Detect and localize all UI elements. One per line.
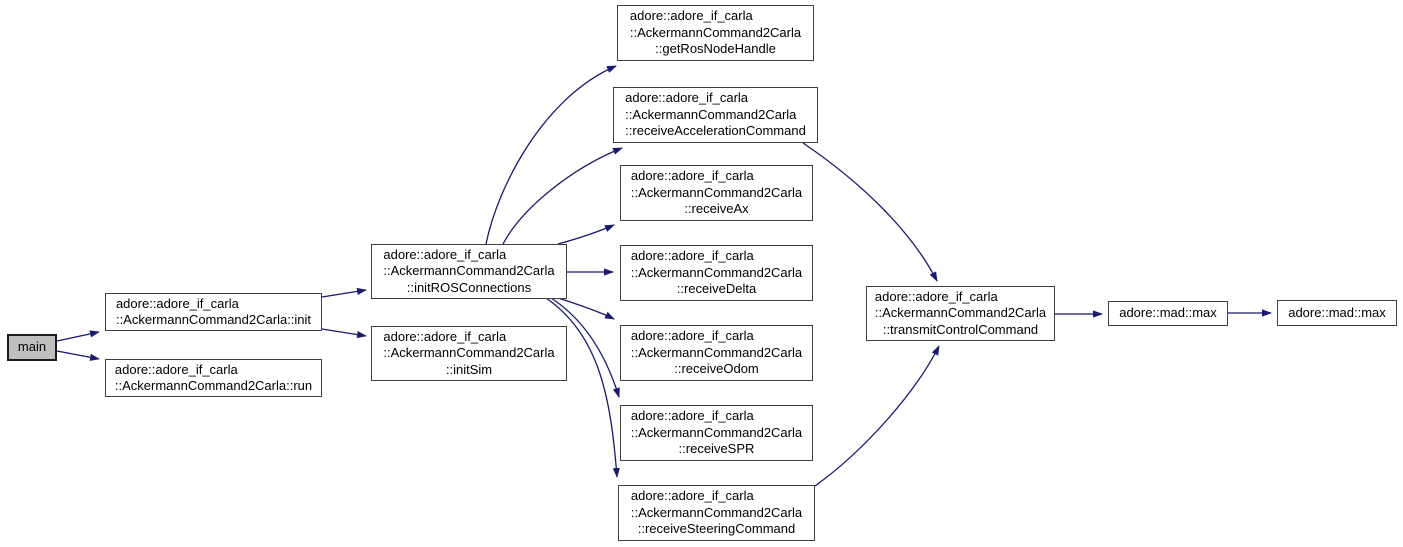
node-receiveSPR[interactable]: adore::adore_if_carla ::AckermannCommand… [620,405,813,461]
edge-receiveSteeringCommand-transmitControlCommand [814,345,940,487]
edge-receiveAccelerationCommand-transmitControlCommand [802,142,938,282]
edge-init-initSim [321,328,367,339]
edge-init-initROSConnections [321,287,367,298]
edge-main-init [56,330,100,342]
node-getRosNodeHandle[interactable]: adore::adore_if_carla ::AckermannCommand… [617,5,814,61]
node-receiveAx[interactable]: adore::adore_if_carla ::AckermannCommand… [620,165,813,221]
node-receiveAccelerationCommand[interactable]: adore::adore_if_carla ::AckermannCommand… [613,87,818,143]
edge-initROSConnections-receiveSPR [550,297,620,398]
edge-initROSConnections-receiveAx [557,224,615,245]
edge-initROSConnections-getRosNodeHandle [485,65,617,245]
edge-main-run [56,350,100,361]
node-receiveSteeringCommand[interactable]: adore::adore_if_carla ::AckermannCommand… [618,485,815,541]
node-transmitControlCommand[interactable]: adore::adore_if_carla ::AckermannCommand… [866,286,1055,341]
edge-initROSConnections-receiveSteeringCommand [545,297,620,478]
node-initSim[interactable]: adore::adore_if_carla ::AckermannCommand… [371,326,567,381]
edge-initROSConnections-receiveAccelerationCommand [502,147,623,245]
node-receiveOdom[interactable]: adore::adore_if_carla ::AckermannCommand… [620,325,813,381]
node-mad-max-1[interactable]: adore::mad::max [1108,301,1228,326]
node-run[interactable]: adore::adore_if_carla ::AckermannCommand… [105,359,322,397]
node-initROSConnections[interactable]: adore::adore_if_carla ::AckermannCommand… [371,244,567,299]
node-mad-max-2[interactable]: adore::mad::max [1277,300,1397,326]
node-init[interactable]: adore::adore_if_carla ::AckermannCommand… [105,293,322,331]
node-main: main [7,334,57,361]
edge-initROSConnections-receiveOdom [557,297,615,320]
node-receiveDelta[interactable]: adore::adore_if_carla ::AckermannCommand… [620,245,813,301]
